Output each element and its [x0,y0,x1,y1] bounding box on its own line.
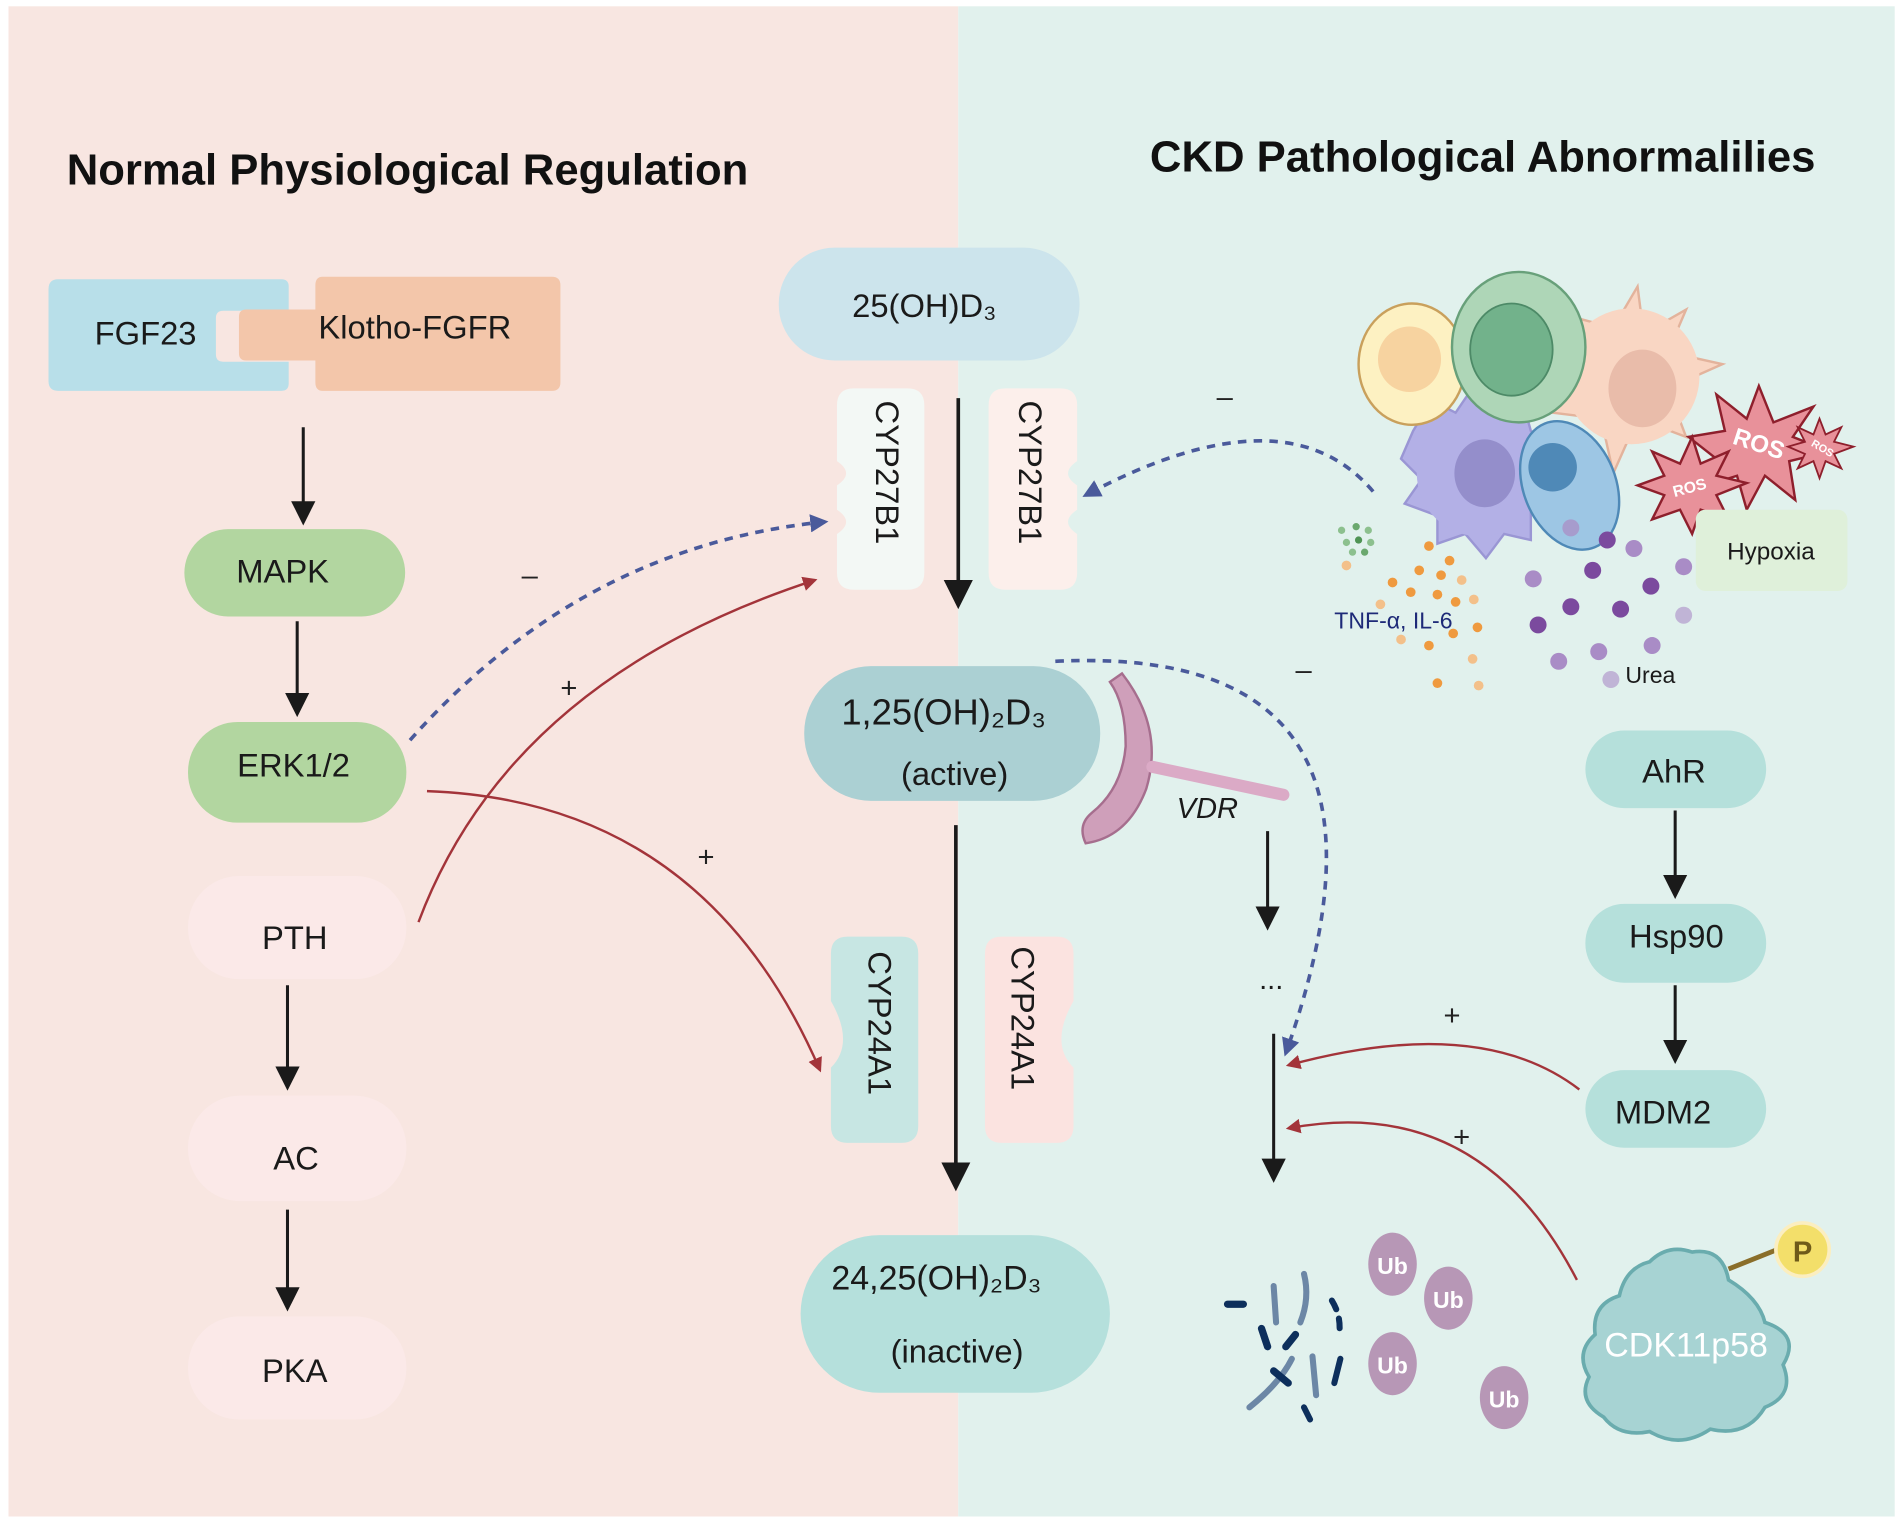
ub-label: Ub [1489,1386,1520,1412]
d25-node: 25(OH)D₃ [778,247,1080,361]
plasma-cell-icon [1518,419,1621,551]
ub-label: Ub [1377,1253,1408,1279]
cyp24a1-left: CYP24A1 [830,936,919,1143]
ellipsis-label: ... [1259,964,1283,996]
ub-label: Ub [1433,1287,1464,1313]
cyp24a1-left-label: CYP24A1 [862,951,899,1095]
ahr-label: AhR [1642,753,1706,790]
fgf23-receptor-complex: FGF23 Klotho-FGFR [48,276,561,391]
activate-erk-cyp24a1 [426,789,822,1073]
minus-sign-d125: – [1295,655,1312,687]
erk-label: ERK1/2 [237,747,350,784]
cyp27b1-left-label: CYP27B1 [869,401,906,545]
vdr-receptor: VDR [1081,671,1290,845]
cyp24a1-right: CYP24A1 [984,936,1074,1143]
erk-node: ERK1/2 [188,721,407,823]
fgf23-label: FGF23 [95,315,197,352]
degraded-vdr-fragments [1223,1270,1344,1423]
phosphate-label: P [1793,1237,1812,1269]
macrophage-icon [1399,383,1561,561]
ros-group: ROS ROS ROS [1634,382,1857,538]
ahr-node: AhR [1585,730,1767,809]
d125-state-label: (active) [901,755,1008,792]
d125-node: 1,25(OH)₂D₃ (active) [804,666,1101,801]
ac-node: AC [188,1095,407,1202]
ac-label: AC [273,1140,318,1177]
plus-sign-cdk: + [1453,1122,1470,1154]
d2425-node: 24,25(OH)₂D₃ (inactive) [800,1235,1110,1393]
activate-cdk [1285,1118,1578,1281]
hypoxia-box: Hypoxia [1695,509,1848,591]
urea-label: Urea [1625,662,1675,688]
klotho-fgfr-label: Klotho-FGFR [318,309,511,346]
cyp24a1-right-label: CYP24A1 [1005,946,1042,1090]
activate-pth-cyp27b1 [417,576,818,923]
pth-node: PTH [188,876,407,980]
ros-burst-icon [1785,416,1857,481]
d2425-state-label: (inactive) [891,1332,1024,1369]
activate-mdm2 [1285,1042,1581,1091]
plus-sign-mdm2: + [1443,1000,1460,1032]
left-panel [8,6,959,1517]
d2425-label: 24,25(OH)₂D₃ [831,1260,1041,1298]
inhibit-erk-cyp27b1 [408,514,829,742]
inhibit-d125-degradation [1055,658,1329,1057]
urea-particles [1524,531,1693,689]
mapk-node: MAPK [184,529,406,617]
cyp27b1-right: CYP27B1 [988,388,1078,590]
pth-label: PTH [262,919,328,956]
pka-node: PKA [188,1316,407,1420]
immune-cells-illustration [1357,270,1727,561]
d125-label: 1,25(OH)₂D₃ [841,691,1046,732]
ubiquitin-group: Ub Ub Ub Ub [1368,1232,1529,1430]
cytokines-label: TNF-α, IL-6 [1334,608,1452,634]
cytokine-particles [1337,523,1484,691]
minus-sign-ckd: – [1217,382,1234,414]
plus-sign-pth: + [560,673,577,705]
cdk11p58-protein: CDK11p58 P [1581,1221,1832,1442]
cyp27b1-right-label: CYP27B1 [1012,401,1049,545]
cdk11p58-label: CDK11p58 [1604,1326,1768,1364]
hsp90-label: Hsp90 [1629,918,1724,955]
ub-label: Ub [1377,1352,1408,1378]
dendritic-cell-icon [1538,282,1727,478]
inhibit-ckd-cyp27b1 [1082,439,1375,497]
pka-label: PKA [262,1352,328,1389]
mdm2-label: MDM2 [1615,1093,1711,1130]
minus-sign-erk: – [522,560,539,592]
b-cell-green-icon [1450,270,1587,424]
t-cell-yellow-icon [1357,302,1467,426]
mdm2-node: MDM2 [1585,1070,1767,1148]
vdr-label: VDR [1177,793,1238,825]
cyp27b1-left: CYP27B1 [836,388,925,590]
d25-label: 25(OH)D₃ [852,287,996,324]
hypoxia-label: Hypoxia [1727,538,1815,565]
right-title: CKD Pathological Abnormalilies [1150,132,1815,181]
mapk-label: MAPK [236,552,329,589]
hsp90-node: Hsp90 [1585,903,1767,983]
plus-sign-erk: + [697,841,714,873]
left-title: Normal Physiological Regulation [67,146,749,195]
phosphate-icon [1774,1221,1832,1279]
